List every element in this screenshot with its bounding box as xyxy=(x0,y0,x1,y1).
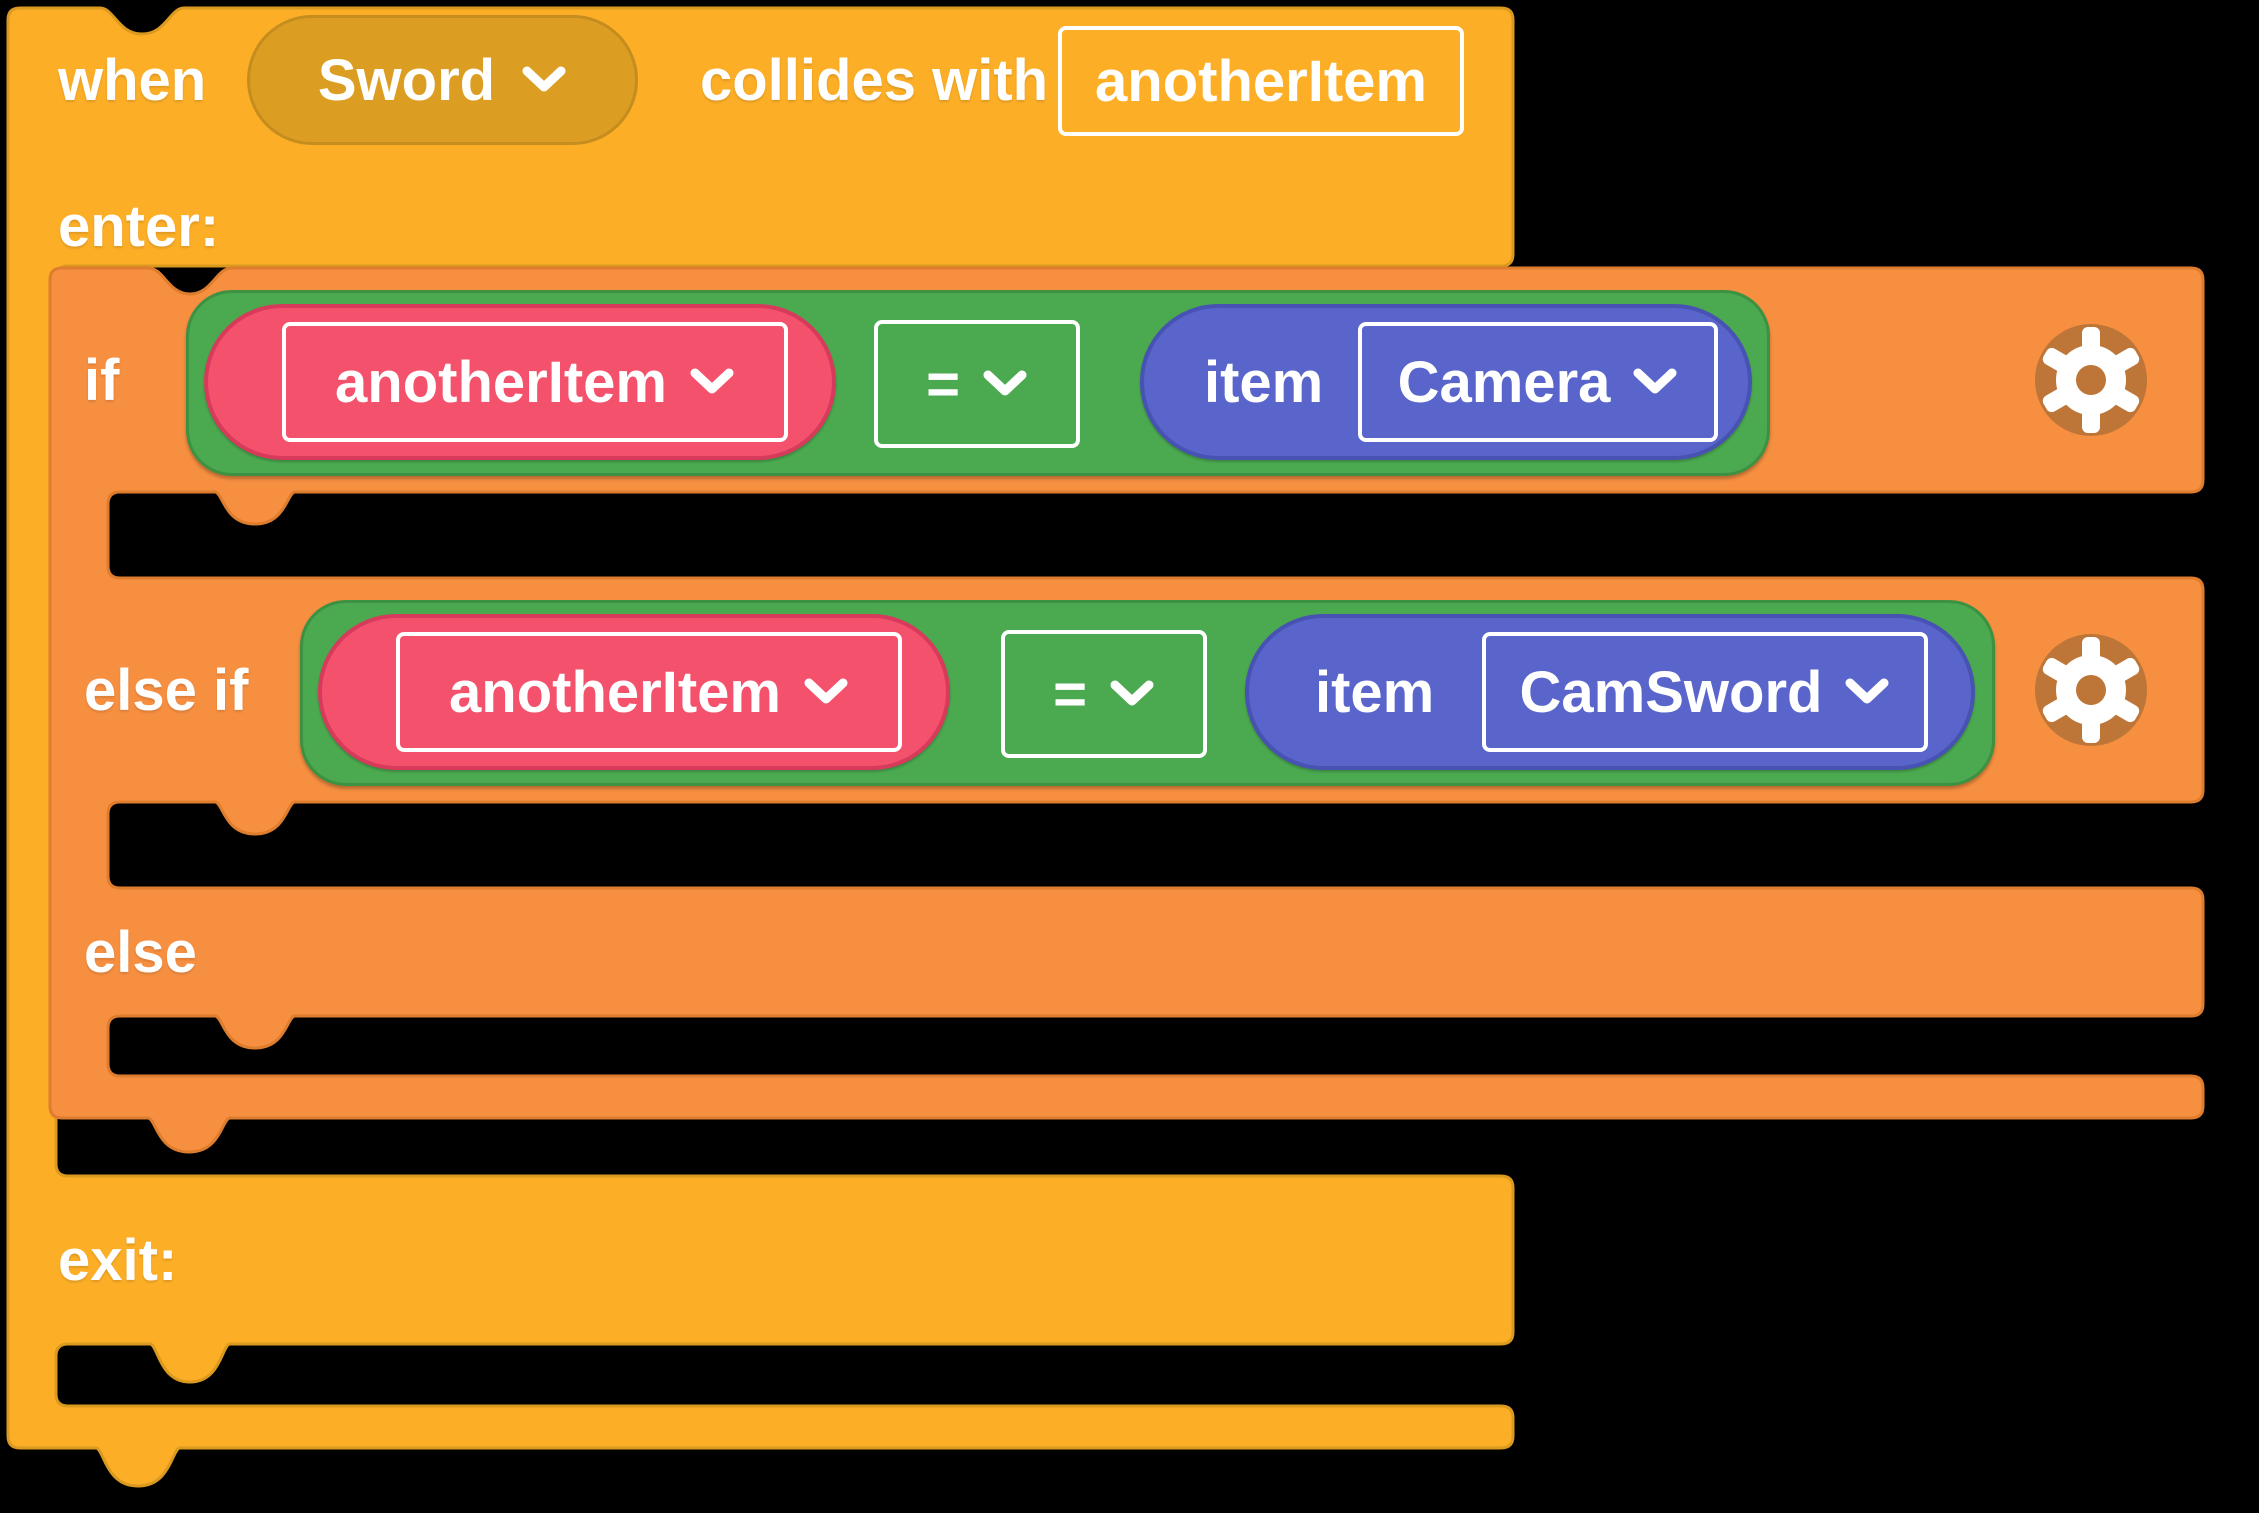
variable-dropdown[interactable]: anotherItem xyxy=(396,632,902,752)
chevron-down-icon xyxy=(690,368,734,394)
when-label: when xyxy=(58,47,207,113)
chevron-down-icon xyxy=(804,678,848,704)
gear-icon xyxy=(2042,637,2140,743)
enter-section-label: enter: xyxy=(58,193,220,259)
else-label: else xyxy=(84,919,197,985)
else-if-label: else if xyxy=(84,657,249,723)
sprite-dropdown[interactable]: Sword xyxy=(247,15,638,145)
operator-dropdown-value: = xyxy=(1053,661,1087,727)
operator-dropdown[interactable]: = xyxy=(874,320,1080,448)
collision-parameter-field[interactable]: anotherItem xyxy=(1058,26,1464,136)
variable-block[interactable] xyxy=(318,614,950,770)
mutator-gear-button[interactable] xyxy=(2035,634,2147,746)
operator-dropdown[interactable]: = xyxy=(1001,630,1207,758)
collision-parameter-value: anotherItem xyxy=(1095,48,1427,114)
operator-dropdown-value: = xyxy=(926,351,960,417)
if-label: if xyxy=(84,347,120,413)
gear-icon xyxy=(2042,327,2140,433)
chevron-down-icon xyxy=(1633,368,1677,394)
chevron-down-icon xyxy=(1845,678,1889,704)
variable-dropdown-value: anotherItem xyxy=(335,349,667,415)
mutator-gear-button[interactable] xyxy=(2035,324,2147,436)
item-block[interactable]: item xyxy=(1245,614,1975,770)
collides-with-label: collides with xyxy=(700,47,1049,113)
chevron-down-icon xyxy=(983,370,1027,396)
variable-block[interactable] xyxy=(204,304,836,460)
item-dropdown-value: CamSword xyxy=(1519,659,1823,725)
item-dropdown-value: Camera xyxy=(1397,349,1611,415)
variable-dropdown-value: anotherItem xyxy=(449,659,781,725)
sprite-dropdown-value: Sword xyxy=(317,47,496,113)
exit-section-label: exit: xyxy=(58,1227,178,1293)
chevron-down-icon xyxy=(522,66,566,92)
chevron-down-icon xyxy=(1110,680,1154,706)
item-dropdown[interactable]: Camera xyxy=(1358,322,1718,442)
item-dropdown[interactable]: CamSword xyxy=(1482,632,1928,752)
variable-dropdown[interactable]: anotherItem xyxy=(282,322,788,442)
item-label: item xyxy=(1315,659,1435,725)
item-label: item xyxy=(1204,349,1324,415)
